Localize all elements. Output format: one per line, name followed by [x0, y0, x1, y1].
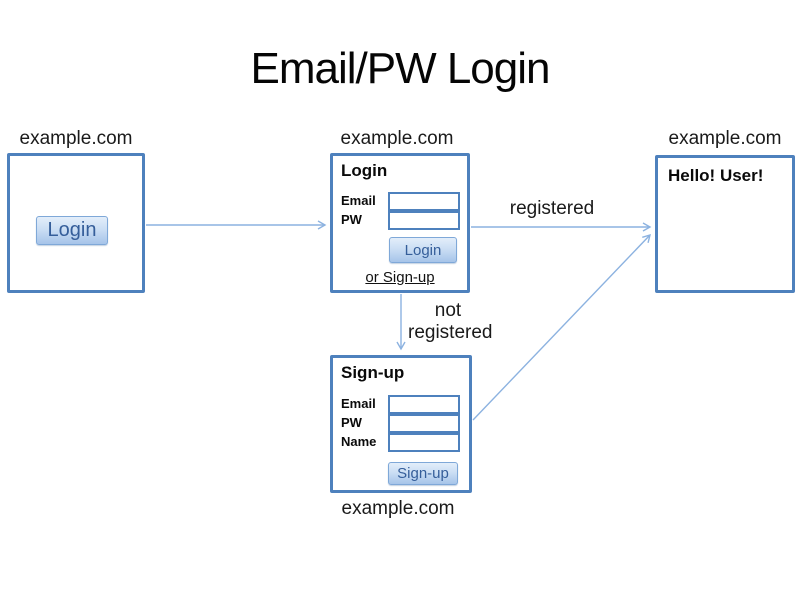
- welcome-screen: Hello! User!: [655, 155, 795, 293]
- site-label-signup: example.com: [341, 498, 455, 519]
- registered-label: registered: [509, 198, 595, 219]
- signup-link[interactable]: or Sign-up: [365, 269, 435, 286]
- not-registered-label: not registered: [408, 300, 493, 344]
- arrow-signup-to-welcome: [472, 233, 651, 421]
- login-screen: Login Email PW Login or Sign-up: [330, 153, 470, 293]
- welcome-message: Hello! User!: [668, 166, 764, 185]
- login-pw-input[interactable]: [388, 211, 460, 230]
- signup-email-label: Email: [341, 396, 376, 411]
- diagram-title: Email/PW Login: [250, 44, 550, 93]
- signup-name-input[interactable]: [388, 433, 460, 452]
- site-label-login: example.com: [340, 128, 454, 149]
- signup-heading: Sign-up: [341, 363, 405, 382]
- not-registered-line2: registered: [408, 322, 493, 343]
- landing-screen: Login: [7, 153, 145, 293]
- signup-pw-label: PW: [341, 415, 362, 430]
- login-pw-label: PW: [341, 212, 362, 227]
- login-email-input[interactable]: [388, 192, 460, 211]
- signup-pw-input[interactable]: [388, 414, 460, 433]
- login-submit-button[interactable]: Login: [389, 237, 457, 263]
- not-registered-line1: not: [434, 300, 462, 321]
- signup-screen: Sign-up Email PW Name Sign-up: [330, 355, 472, 493]
- login-heading: Login: [341, 161, 388, 180]
- login-email-label: Email: [341, 193, 376, 208]
- landing-login-button[interactable]: Login: [36, 216, 108, 245]
- signup-name-label: Name: [341, 434, 377, 449]
- site-label-welcome: example.com: [668, 128, 782, 149]
- signup-email-input[interactable]: [388, 395, 460, 414]
- site-label-landing: example.com: [19, 128, 133, 149]
- signup-submit-button[interactable]: Sign-up: [388, 462, 458, 485]
